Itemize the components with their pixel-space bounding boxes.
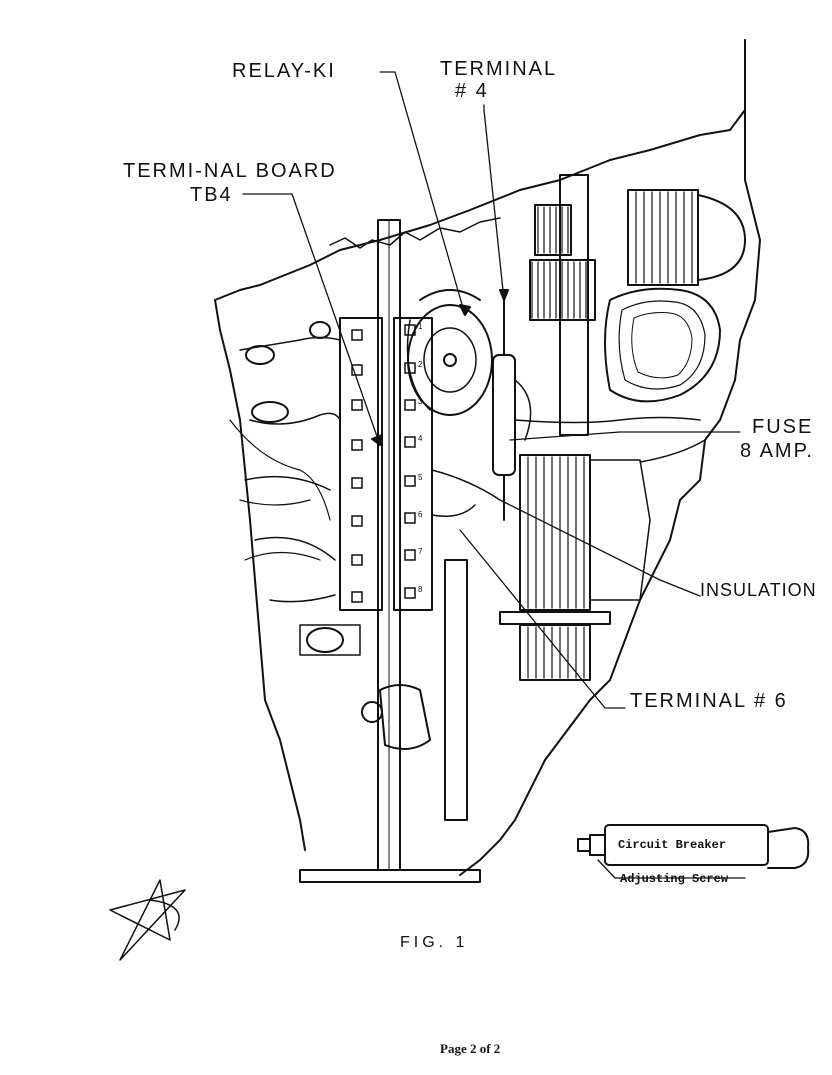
terminal-number-6: 6 bbox=[418, 510, 423, 519]
adjusting-screw-label: Adjusting Screw bbox=[620, 872, 729, 886]
label-terminal4-line2: # 4 bbox=[455, 80, 489, 102]
signature-mark bbox=[109, 879, 186, 961]
gear-small bbox=[534, 204, 572, 256]
leader-fuse bbox=[509, 431, 741, 441]
leader-tb4 bbox=[242, 193, 381, 446]
housing-right-edge bbox=[459, 39, 761, 876]
leader-relay bbox=[379, 71, 466, 316]
label-fuse-line2: 8 AMP. bbox=[740, 440, 814, 462]
circuit-breaker-label: Circuit Breaker bbox=[618, 838, 727, 852]
figure-caption: FIG. 1 bbox=[400, 934, 469, 951]
transformer-core-upper bbox=[519, 454, 591, 611]
label-terminal-board-line2: TB4 bbox=[190, 184, 233, 206]
terminal-number-1: 1 bbox=[418, 322, 423, 331]
torn-edge-top bbox=[329, 217, 501, 249]
adjusting-screw bbox=[589, 834, 606, 856]
coil-wound bbox=[604, 287, 721, 403]
label-terminal6: TERMINAL # 6 bbox=[630, 690, 788, 712]
terminal-number-7: 7 bbox=[418, 547, 423, 556]
terminal-number-5: 5 bbox=[418, 473, 423, 482]
transformer-core-lower bbox=[519, 624, 591, 681]
fuse-body bbox=[492, 354, 516, 476]
motor-housing bbox=[627, 189, 699, 286]
housing-outline bbox=[214, 39, 746, 851]
label-fuse-line1: FUSE bbox=[752, 416, 814, 438]
label-relay-k1: RELAY-KI bbox=[232, 60, 336, 82]
label-insulation: INSULATION bbox=[700, 580, 817, 600]
terminal-number-3: 3 bbox=[418, 397, 423, 406]
terminal-board-strip-a bbox=[339, 317, 383, 611]
label-terminal-board-line1: TERMI-NAL BOARD bbox=[123, 160, 337, 182]
leader-terminal4 bbox=[483, 104, 505, 301]
wire-harness-left bbox=[239, 336, 341, 351]
leader-insulation bbox=[499, 499, 701, 597]
terminal-number-4: 4 bbox=[418, 434, 423, 443]
page-number: Page 2 of 2 bbox=[440, 1041, 501, 1056]
label-terminal4-line1: TERMINAL bbox=[440, 58, 558, 80]
leader-terminal6 bbox=[459, 529, 626, 709]
terminal-number-2: 2 bbox=[418, 360, 423, 369]
frame-foot bbox=[299, 869, 481, 883]
gear-large bbox=[529, 259, 596, 321]
terminal-number-8: 8 bbox=[418, 585, 423, 594]
support-post bbox=[444, 559, 468, 821]
terminal-board-strip-b bbox=[393, 317, 433, 611]
